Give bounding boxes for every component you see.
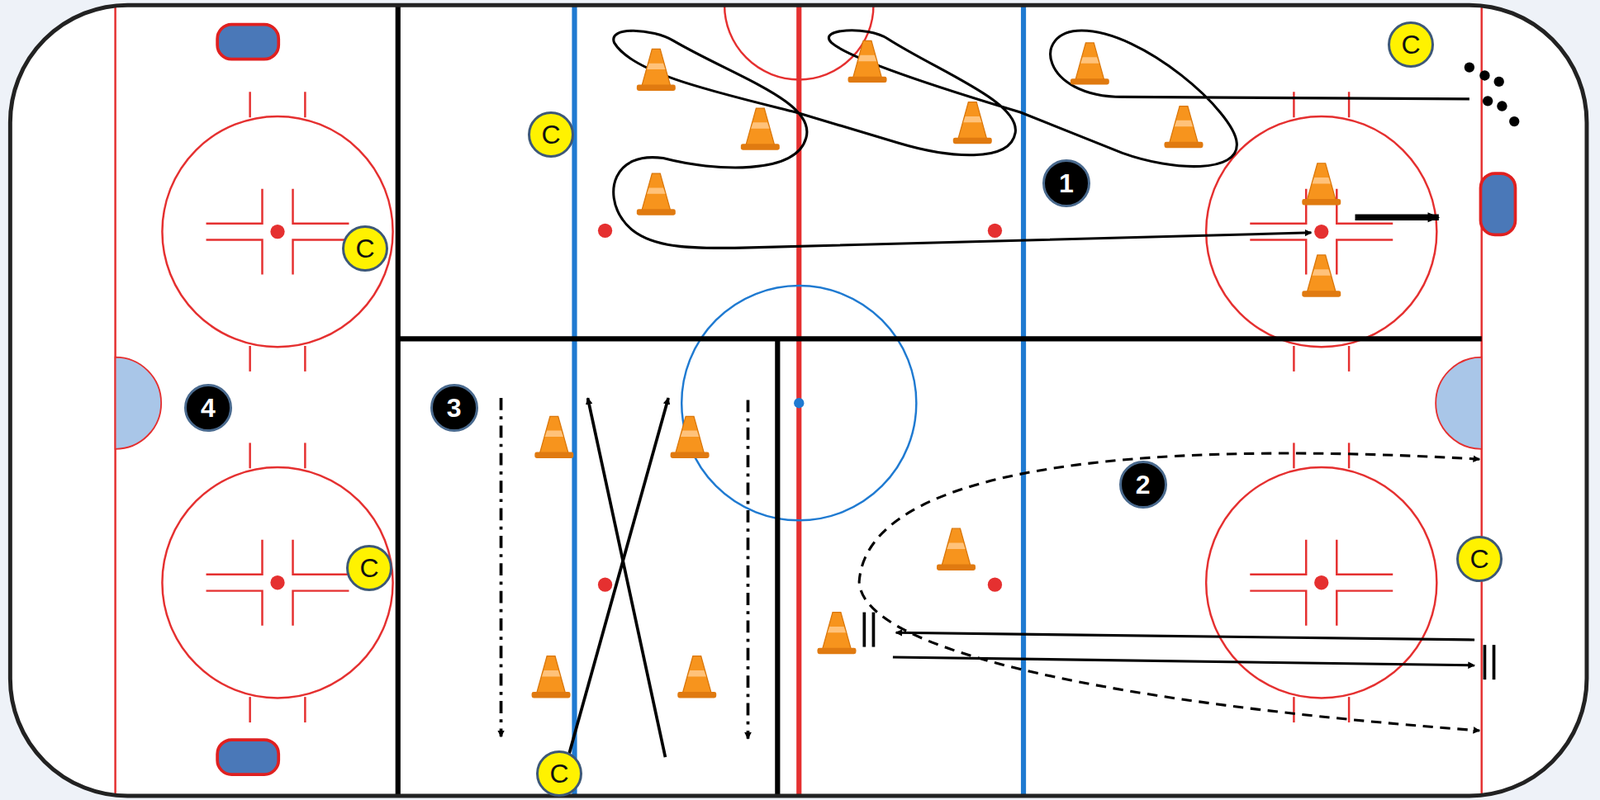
faceoff-mark — [1336, 239, 1393, 275]
faceoff-mark — [1249, 540, 1306, 575]
faceoff-mark — [206, 540, 263, 575]
faceoff-mark — [1292, 91, 1295, 118]
faceoff-mark — [1249, 591, 1306, 627]
faceoff-mark — [270, 575, 285, 590]
callout-number: 2 — [1119, 460, 1168, 509]
faceoff-mark — [303, 697, 306, 723]
faceoff-mark — [161, 467, 393, 698]
callout-number: 1 — [1042, 159, 1091, 208]
faceoff-mark — [293, 189, 350, 224]
faceoff-mark — [303, 91, 306, 118]
faceoff-mark — [1348, 346, 1350, 372]
shot-arrow — [1355, 214, 1439, 221]
callout-text: 1 — [1058, 170, 1074, 197]
faceoff-mark — [206, 189, 263, 224]
faceoff-mark — [1249, 189, 1306, 224]
coach-letter: C — [1469, 545, 1489, 573]
faceoff-mark — [1336, 591, 1393, 627]
faceoff-mark — [206, 591, 263, 627]
faceoff-mark — [1314, 575, 1329, 590]
cones — [531, 40, 1342, 698]
callout-number: 4 — [184, 384, 233, 433]
faceoff-mark — [248, 346, 251, 372]
coach-letter: C — [541, 121, 561, 148]
faceoff-mark — [1292, 442, 1295, 469]
faceoff-mark — [303, 346, 306, 372]
coach-circle: C — [346, 545, 393, 592]
coach-letter: C — [549, 760, 569, 788]
coach-circle: C — [1387, 21, 1434, 68]
callout-number: 3 — [430, 384, 479, 433]
coach-letter: C — [359, 555, 379, 582]
pucks — [1464, 61, 1520, 127]
skate-loop — [859, 453, 1480, 732]
faceoff-mark — [1205, 116, 1437, 347]
coach-letter: C — [355, 235, 375, 262]
faceoff-mark — [1314, 224, 1329, 239]
callout-text: 3 — [446, 394, 462, 422]
faceoff-mark — [293, 540, 350, 575]
coach-letter: C — [1400, 31, 1420, 58]
callout-text: 2 — [1135, 471, 1151, 499]
coach-circle: C — [527, 111, 575, 158]
faceoff-mark — [248, 91, 251, 118]
callout-text: 4 — [200, 394, 216, 422]
skating-path — [613, 30, 1470, 249]
faceoff-mark — [1292, 697, 1295, 723]
coach-circle: C — [341, 225, 389, 272]
coach-circle: C — [536, 750, 583, 798]
faceoff-mark — [1249, 239, 1306, 275]
faceoff-mark — [248, 697, 251, 723]
faceoff-mark — [1336, 540, 1393, 575]
faceoff-mark — [303, 442, 306, 469]
faceoff-mark — [161, 116, 393, 347]
faceoff-mark — [1348, 697, 1350, 723]
faceoff-mark — [270, 224, 285, 239]
faceoff-mark — [248, 442, 251, 469]
faceoff-mark — [293, 239, 350, 275]
faceoff-mark — [1348, 442, 1350, 469]
rink-surface — [9, 4, 1587, 797]
faceoff-mark — [1348, 91, 1350, 118]
faceoff-mark — [1292, 346, 1295, 372]
coach-circle: C — [1456, 536, 1503, 583]
faceoff-mark — [293, 591, 350, 627]
faceoff-mark — [206, 239, 263, 275]
